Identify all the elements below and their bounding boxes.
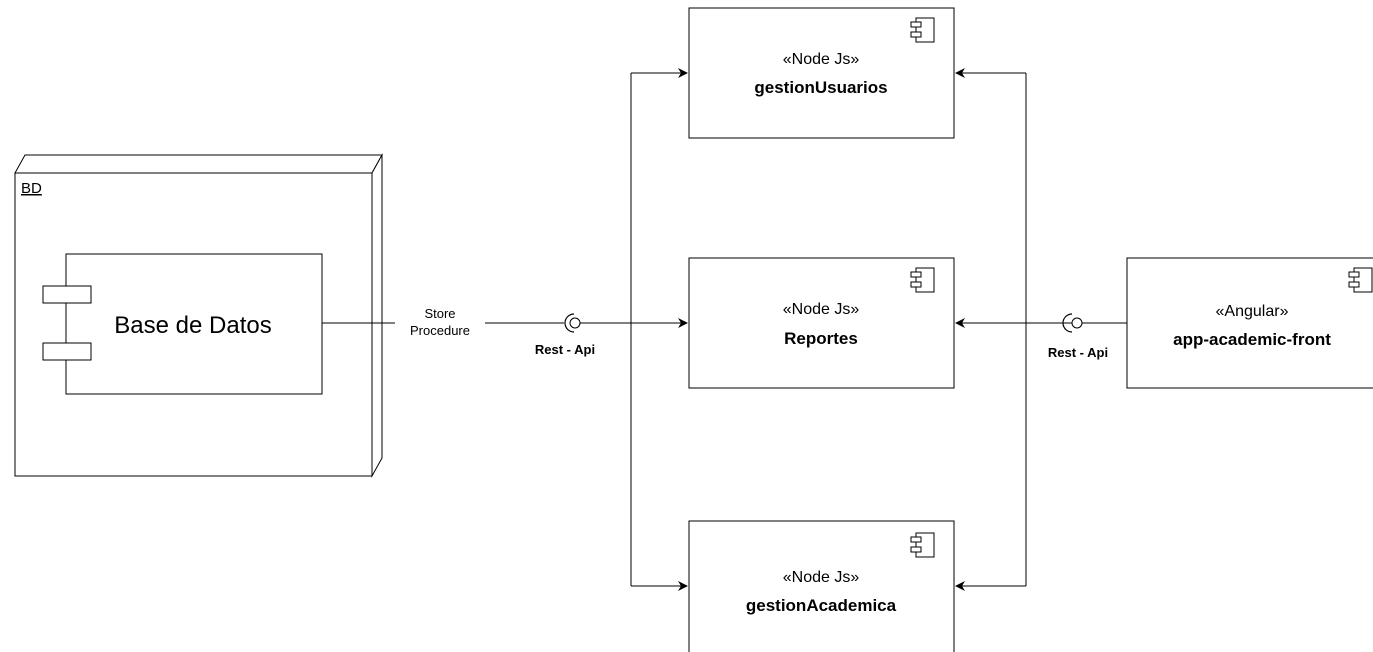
component-name: gestionUsuarios bbox=[754, 78, 887, 97]
rest-api-interface-right[interactable]: Rest - Api bbox=[1048, 313, 1127, 360]
ball-icon bbox=[1071, 317, 1083, 329]
component-icon bbox=[910, 532, 935, 558]
component-gestion-academica[interactable]: «Node Js» gestionAcademica bbox=[688, 520, 955, 652]
stereotype-label: «Angular» bbox=[1216, 303, 1289, 320]
database-component[interactable]: Base de Datos bbox=[42, 253, 323, 395]
component-name: app-academic-front bbox=[1173, 330, 1331, 349]
store-label: Store bbox=[424, 306, 455, 321]
right-bus-connector[interactable] bbox=[955, 68, 1072, 591]
stereotype-label: «Node Js» bbox=[783, 51, 860, 68]
component-name: Reportes bbox=[784, 329, 858, 348]
procedure-label: Procedure bbox=[410, 323, 470, 338]
component-port-icon bbox=[42, 342, 92, 361]
component-icon bbox=[910, 17, 935, 43]
rest-api-interface-left[interactable]: Rest - Api bbox=[535, 313, 595, 357]
rest-api-label-left: Rest - Api bbox=[535, 342, 595, 357]
stereotype-label: «Node Js» bbox=[783, 301, 860, 318]
database-component-label: Base de Datos bbox=[114, 312, 271, 339]
component-icon bbox=[910, 267, 935, 293]
rest-api-label-right: Rest - Api bbox=[1048, 345, 1108, 360]
left-bus-connector[interactable] bbox=[580, 68, 688, 591]
component-port-icon bbox=[42, 285, 92, 304]
ball-icon bbox=[569, 317, 581, 329]
component-app-academic-front[interactable]: «Angular» app-academic-front bbox=[1126, 257, 1373, 389]
component-reportes[interactable]: «Node Js» Reportes bbox=[688, 257, 955, 389]
bd-node-label: BD bbox=[21, 180, 42, 197]
store-procedure-connector[interactable]: Store Procedure bbox=[322, 306, 564, 338]
component-gestion-usuarios[interactable]: «Node Js» gestionUsuarios bbox=[688, 7, 955, 139]
stereotype-label: «Node Js» bbox=[783, 569, 860, 586]
socket-icon bbox=[564, 313, 575, 333]
component-name: gestionAcademica bbox=[746, 596, 897, 615]
component-icon bbox=[1348, 267, 1373, 293]
